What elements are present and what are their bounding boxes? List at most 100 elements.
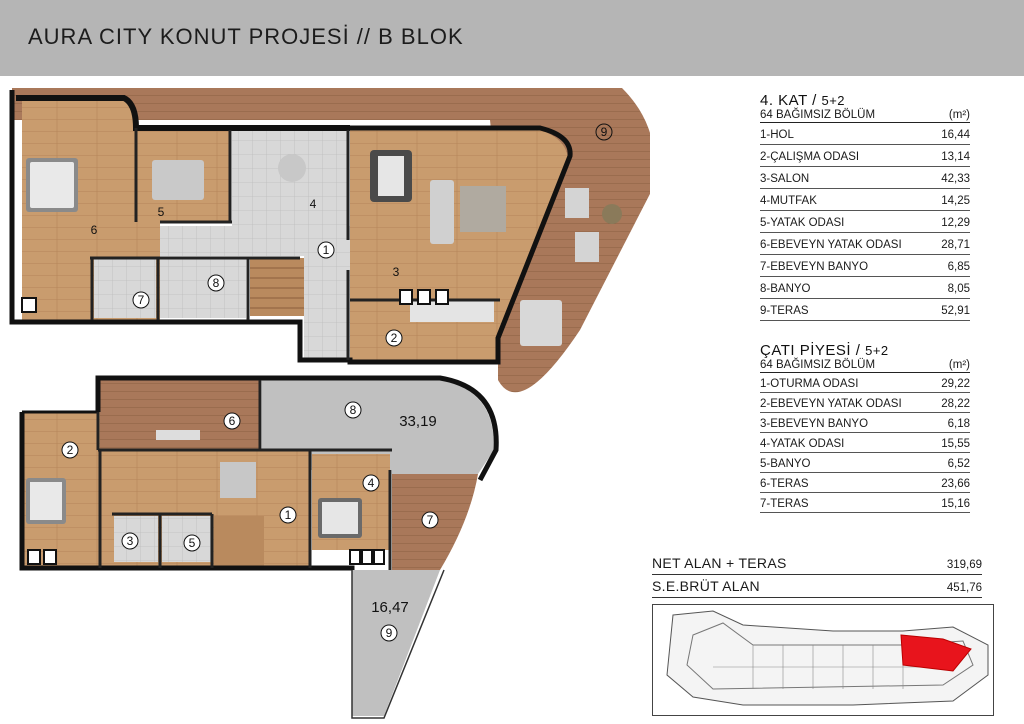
room-marker-6: 6 <box>91 223 98 237</box>
room-label: 2-ÇALIŞMA ODASI <box>760 151 860 163</box>
room-area: 13,14 <box>941 151 970 163</box>
room-row: 7-TERAS 15,16 <box>760 493 970 513</box>
plan-floor-4-numbers: 6 5 4 1 3 2 7 8 9 <box>91 123 613 347</box>
svg-text:8: 8 <box>213 276 220 290</box>
svg-text:4: 4 <box>368 476 375 490</box>
units-label: 64 BAĞIMSIZ BÖLÜM <box>760 109 876 121</box>
svg-text:6: 6 <box>229 414 236 428</box>
svg-text:2: 2 <box>391 331 398 345</box>
legend-roof: ÇATI PİYESİ / 5+2 64 BAĞIMSIZ BÖLÜM (m²)… <box>760 342 970 513</box>
legend-floor-4: 4. KAT / 5+2 64 BAĞIMSIZ BÖLÜM (m²) 1-HO… <box>760 92 970 321</box>
room-marker-4: 4 <box>310 197 317 211</box>
room-label: 1-HOL <box>760 129 794 141</box>
room-marker-2: 2 <box>61 441 79 459</box>
room-label: 4-MUTFAK <box>760 195 817 207</box>
room-marker-8: 8 <box>207 274 225 292</box>
svg-text:1: 1 <box>323 243 330 257</box>
svg-text:4: 4 <box>310 197 317 211</box>
room-area: 15,16 <box>941 498 970 510</box>
room-row: 6-TERAS 23,66 <box>760 473 970 493</box>
room-area: 16,44 <box>941 129 970 141</box>
room-marker-9: 9 <box>380 624 398 642</box>
room-marker-1: 1 <box>317 241 335 259</box>
svg-text:6: 6 <box>91 223 98 237</box>
room-label: 1-OTURMA ODASI <box>760 378 859 390</box>
legend-floor-4-heading: 4. KAT / 5+2 <box>760 92 846 109</box>
svg-text:8: 8 <box>350 403 357 417</box>
room-label: 4-YATAK ODASI <box>760 438 845 450</box>
room-label: 3-EBEVEYN BANYO <box>760 418 869 430</box>
unit-label: (m²) <box>948 359 970 371</box>
page-title: AURA CITY KONUT PROJESİ // B BLOK <box>28 24 464 49</box>
room-label: 6-TERAS <box>760 478 809 490</box>
svg-text:3: 3 <box>127 534 134 548</box>
room-marker-8: 8 <box>344 401 362 419</box>
svg-text:5: 5 <box>158 205 165 219</box>
room-area: 8,05 <box>947 283 970 295</box>
key-plan-map <box>652 604 994 716</box>
svg-text:7: 7 <box>427 513 434 527</box>
room-area: 6,85 <box>947 261 970 273</box>
svg-text:7: 7 <box>138 293 145 307</box>
room-marker-7: 7 <box>421 511 439 529</box>
room-row: 7-EBEVEYN BANYO 6,85 <box>760 255 970 277</box>
svg-text:3: 3 <box>393 265 400 279</box>
svg-text:2: 2 <box>67 443 74 457</box>
room-row: 1-HOL 16,44 <box>760 123 970 145</box>
room-marker-5: 5 <box>183 534 201 552</box>
room-area: 6,18 <box>947 418 970 430</box>
room-area: 15,55 <box>941 438 970 450</box>
room-area: 23,66 <box>941 478 970 490</box>
plan-roof-numbers: 8 33,19 6 2 1 4 7 3 5 16,47 9 <box>61 401 439 642</box>
floor-plans: 6 5 4 1 3 2 7 8 9 <box>9 88 650 719</box>
room-marker-6: 6 <box>223 412 241 430</box>
room-area-8: 33,19 <box>399 413 437 430</box>
room-row: 4-MUTFAK 14,25 <box>760 189 970 211</box>
room-marker-5: 5 <box>158 205 165 219</box>
units-label: 64 BAĞIMSIZ BÖLÜM <box>760 359 876 371</box>
svg-text:5: 5 <box>189 536 196 550</box>
room-row: 5-BANYO 6,52 <box>760 453 970 473</box>
room-marker-2: 2 <box>385 329 403 347</box>
room-label: 2-EBEVEYN YATAK ODASI <box>760 398 902 410</box>
svg-text:9: 9 <box>601 125 608 139</box>
room-label: 3-SALON <box>760 173 810 185</box>
room-row: 3-EBEVEYN BANYO 6,18 <box>760 413 970 433</box>
unit-label: (m²) <box>948 109 970 121</box>
room-label: 7-TERAS <box>760 498 809 510</box>
page-header: AURA CITY KONUT PROJESİ // B BLOK <box>0 0 1024 76</box>
room-marker-9: 9 <box>595 123 613 141</box>
room-marker-7: 7 <box>132 291 150 309</box>
room-area-9: 16,47 <box>371 599 409 616</box>
unit-highlight <box>900 634 972 672</box>
room-label: 5-BANYO <box>760 458 811 470</box>
room-row: 2-ÇALIŞMA ODASI 13,14 <box>760 145 970 167</box>
room-row: 3-SALON 42,33 <box>760 167 970 189</box>
room-marker-1: 1 <box>279 506 297 524</box>
room-label: 7-EBEVEYN BANYO <box>760 261 869 273</box>
room-area: 42,33 <box>941 173 970 185</box>
room-area: 6,52 <box>947 458 970 470</box>
room-area: 52,91 <box>941 305 970 317</box>
legend-roof-heading: ÇATI PİYESİ / 5+2 <box>760 342 889 359</box>
room-row: 4-YATAK ODASI 15,55 <box>760 433 970 453</box>
room-label: 5-YATAK ODASI <box>760 217 845 229</box>
room-area: 14,25 <box>941 195 970 207</box>
room-marker-3: 3 <box>393 265 400 279</box>
plan-roof <box>19 375 499 719</box>
room-area: 29,22 <box>941 378 970 390</box>
room-row: 1-OTURMA ODASI 29,22 <box>760 373 970 393</box>
room-marker-3: 3 <box>121 532 139 550</box>
room-label: 6-EBEVEYN YATAK ODASI <box>760 239 902 251</box>
plan-floor-4 <box>9 88 650 393</box>
svg-text:9: 9 <box>386 626 393 640</box>
room-row: 2-EBEVEYN YATAK ODASI 28,22 <box>760 393 970 413</box>
room-area: 28,22 <box>941 398 970 410</box>
